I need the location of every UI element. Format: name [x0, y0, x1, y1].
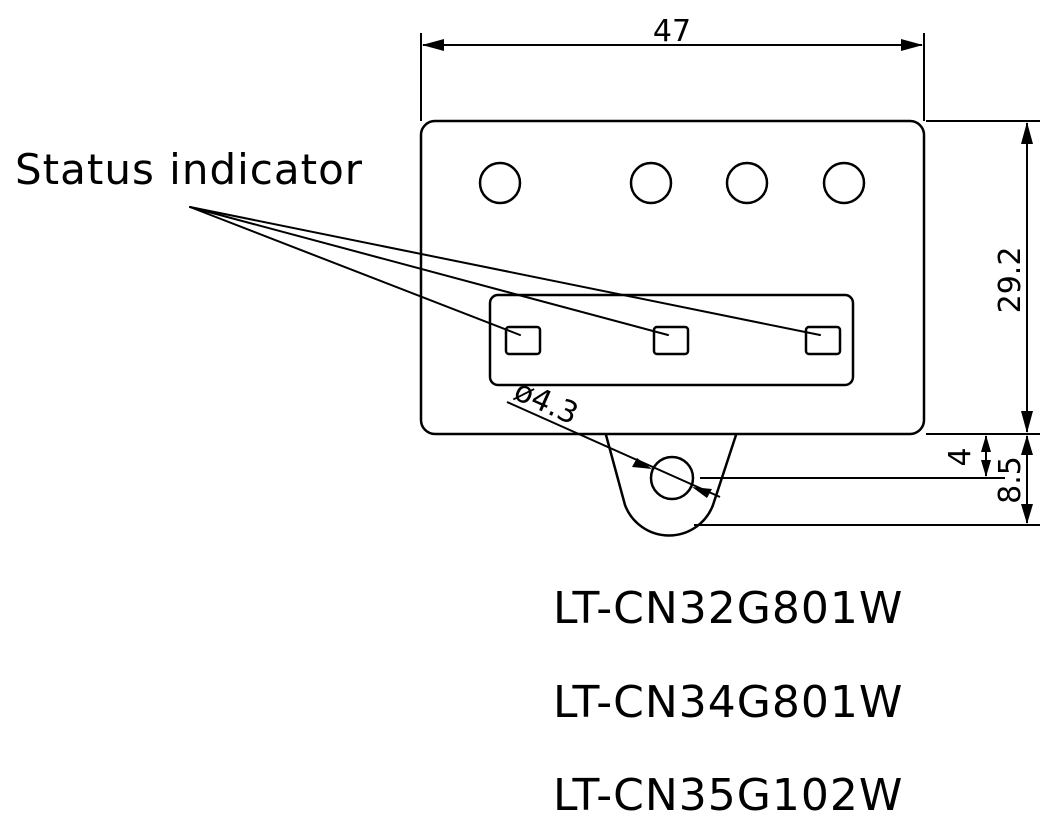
- height-label: 29.2: [993, 247, 1028, 314]
- height-dimension: 29.2: [926, 120, 1040, 435]
- status-indicator: [652, 325, 690, 356]
- dimension-arrow: [1021, 411, 1033, 433]
- status-indicator-label: Status indicator: [15, 145, 363, 194]
- tab-dimensions: 4 8.5: [694, 435, 1040, 526]
- hole-diameter-leader: [506, 401, 721, 498]
- model-number: LT-CN32G801W: [553, 583, 903, 634]
- status-indicator-leaders: [189, 206, 821, 336]
- led-hole-row: [478, 161, 866, 205]
- hole-diameter-arrow: [692, 487, 712, 498]
- model-number: LT-CN35G102W: [553, 770, 903, 821]
- led-hole: [478, 161, 522, 205]
- leader-line: [189, 206, 521, 336]
- led-hole: [822, 161, 866, 205]
- status-indicator-group: [504, 325, 842, 356]
- dimension-arrow: [1021, 122, 1033, 144]
- model-list: LT-CN32G801W LT-CN34G801W LT-CN35G102W: [553, 583, 903, 821]
- dimension-arrow: [1021, 435, 1033, 455]
- dimension-arrow: [981, 435, 991, 452]
- hole-diameter-arrow: [632, 458, 652, 469]
- mounting-tab: [604, 433, 738, 537]
- tab-total-label: 8.5: [993, 456, 1028, 504]
- indicator-window: [488, 293, 855, 387]
- mounting-hole: [649, 455, 695, 501]
- leader-line: [189, 206, 821, 336]
- hole-diameter-callout: ø4.3: [506, 373, 721, 498]
- model-number: LT-CN34G801W: [553, 677, 903, 728]
- width-dimension: 47: [420, 14, 925, 121]
- status-indicator: [804, 325, 842, 356]
- housing-body: [419, 119, 926, 436]
- tab-offset-label: 4: [943, 447, 978, 466]
- status-indicator: [504, 325, 542, 356]
- led-hole: [725, 161, 769, 205]
- width-label: 47: [653, 14, 691, 49]
- leader-line: [189, 206, 669, 336]
- led-hole: [629, 161, 673, 205]
- dimension-arrow: [901, 39, 923, 51]
- dimension-arrow: [422, 39, 444, 51]
- hole-diameter-label: ø4.3: [509, 373, 584, 432]
- dimension-arrow: [981, 460, 991, 477]
- dimension-arrow: [1021, 504, 1033, 524]
